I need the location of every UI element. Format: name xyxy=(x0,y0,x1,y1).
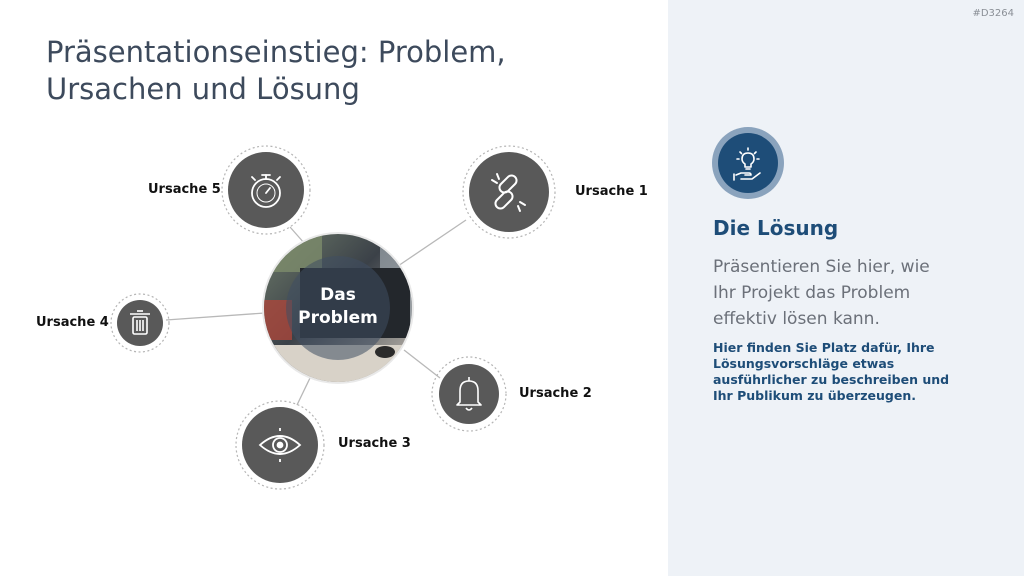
solution-icon-badge xyxy=(712,127,784,199)
cause-label-1: Ursache 1 xyxy=(575,184,648,199)
trash-icon xyxy=(130,311,150,334)
cause-node-3 xyxy=(236,401,324,489)
cause-label-5: Ursache 5 xyxy=(148,182,221,197)
cause-node-1 xyxy=(463,146,555,238)
connector-cause-3 xyxy=(297,378,310,405)
slide-id-tag: #D3264 xyxy=(972,8,1014,19)
cause-node-2 xyxy=(432,357,506,431)
cause-label-3: Ursache 3 xyxy=(338,436,411,451)
cause-node-5 xyxy=(222,146,310,234)
connector-cause-4 xyxy=(166,313,265,320)
solution-title: Die Lösung xyxy=(713,216,838,240)
lightbulb-hand-icon xyxy=(718,133,778,193)
center-problem-label: Das Problem xyxy=(288,284,388,330)
cause-label-2: Ursache 2 xyxy=(519,386,592,401)
cause-node-4 xyxy=(111,294,169,352)
solution-detail: Hier finden Sie Platz dafür, Ihre Lösung… xyxy=(713,340,973,404)
cause-label-4: Ursache 4 xyxy=(36,315,109,330)
solution-text: Präsentieren Sie hier, wie Ihr Projekt d… xyxy=(713,254,953,332)
connector-cause-2 xyxy=(404,350,440,378)
connector-cause-1 xyxy=(398,220,466,266)
